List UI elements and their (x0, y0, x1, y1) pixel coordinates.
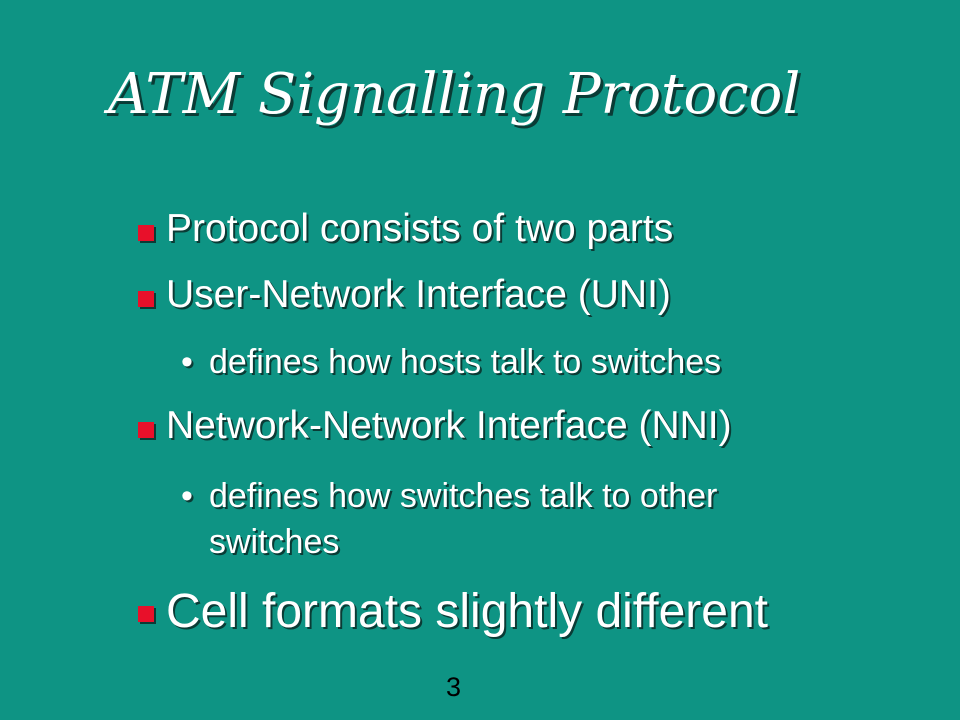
round-dot-bullet-icon: • (181, 477, 193, 515)
sub-bullet-text-line1: defines how switches talk to other (209, 477, 718, 515)
bullet-item-nni: Network-Network Interface (NNI) (166, 404, 732, 447)
bullet-item-protocol-parts: Protocol consists of two parts (166, 207, 674, 250)
red-square-bullet-icon (138, 291, 154, 307)
sub-bullet-text: defines how hosts talk to switches (209, 343, 722, 381)
red-square-bullet-icon (138, 422, 154, 438)
sub-bullet-item-nni-definition: • defines how switches talk to other (181, 474, 718, 518)
red-square-bullet-icon (138, 225, 154, 241)
sub-bullet-item-uni-definition: • defines how hosts talk to switches (181, 340, 722, 384)
sub-bullet-text-line2: switches (209, 523, 340, 561)
bullet-item-uni: User-Network Interface (UNI) (166, 273, 671, 316)
slide-title: ATM Signalling Protocol (108, 62, 801, 127)
red-square-bullet-icon (138, 606, 154, 622)
page-number: 3 (446, 672, 462, 702)
sub-bullet-item-nni-definition-continued: switches (209, 520, 339, 564)
bullet-item-cell-formats: Cell formats slightly different (166, 585, 769, 638)
round-dot-bullet-icon: • (181, 343, 193, 381)
